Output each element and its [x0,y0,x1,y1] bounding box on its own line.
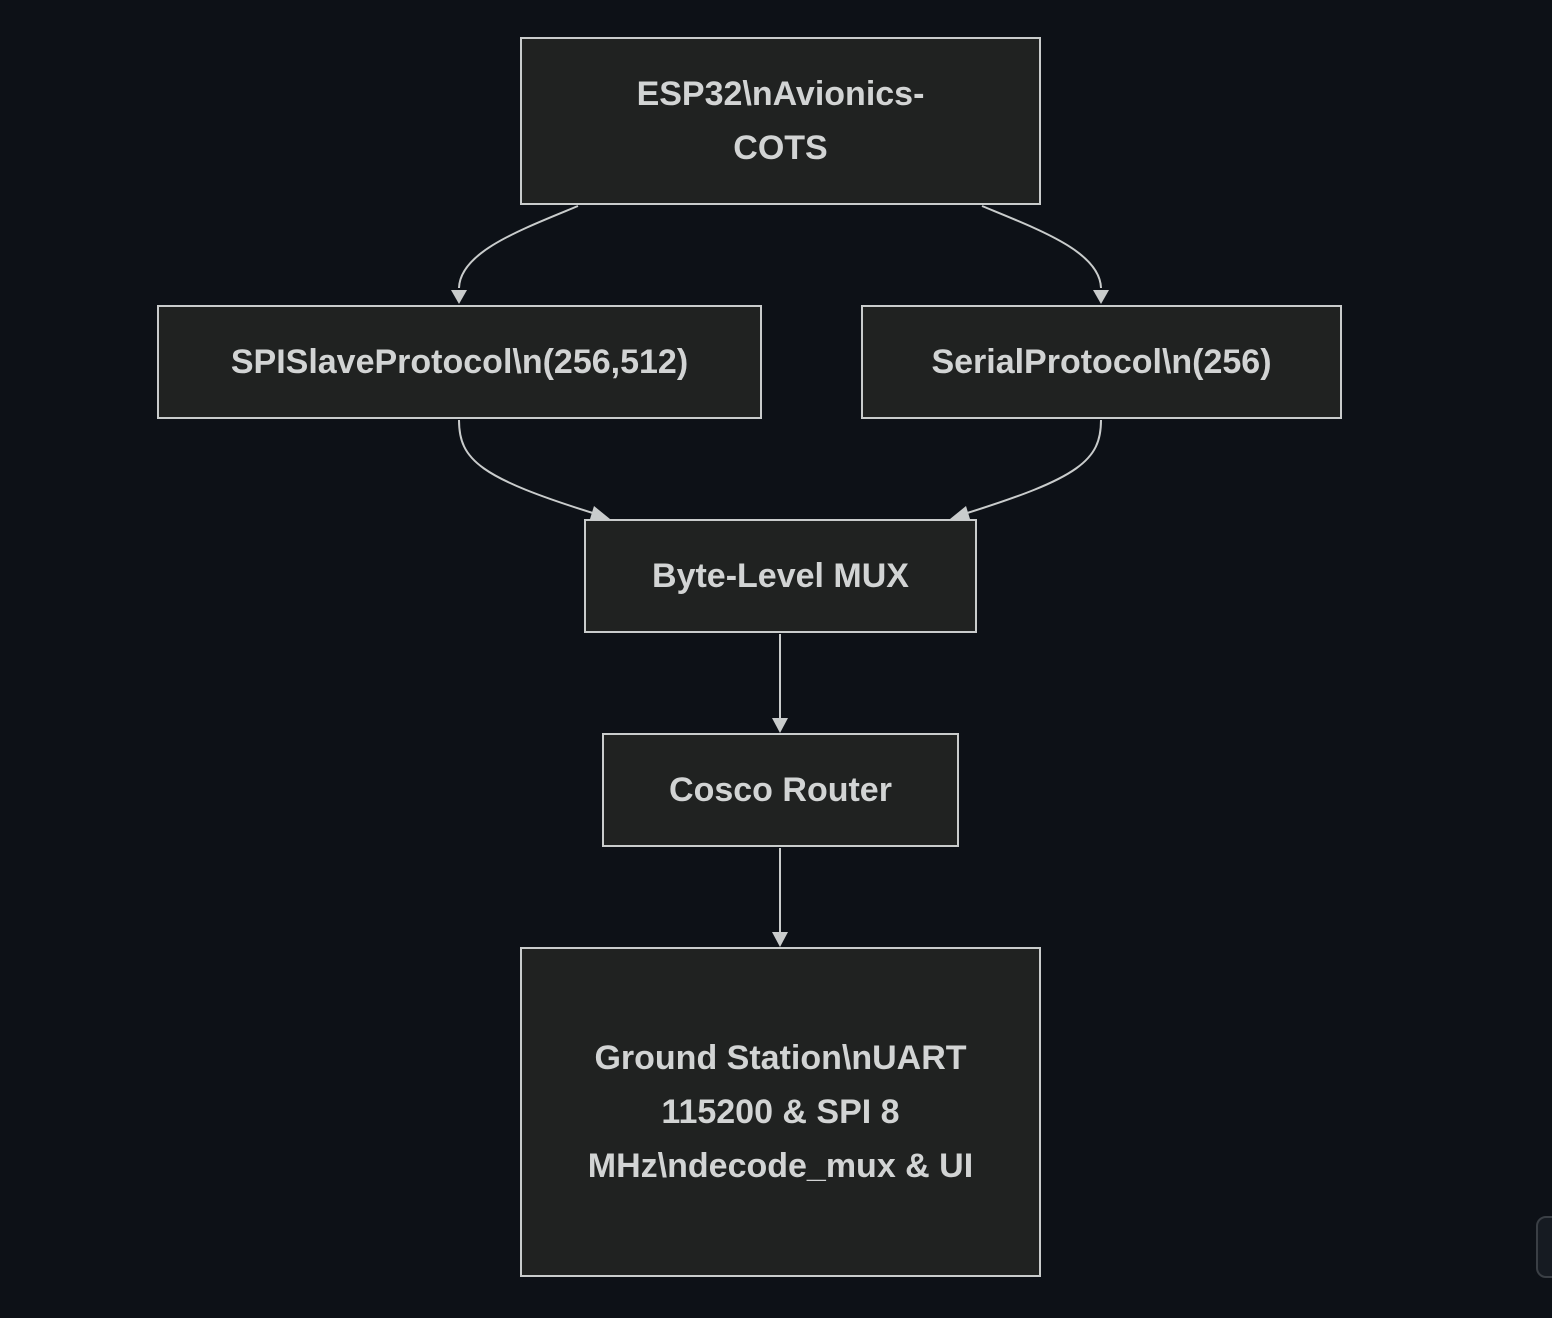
arrowhead-esp32-spi [451,290,467,304]
node-router-label: Cosco Router [669,771,892,809]
node-esp32-avionics: ESP32\nAvionics-COTS [520,37,1041,205]
node-serial-label: SerialProtocol\n(256) [931,343,1272,381]
arrowhead-mux-router [772,718,788,733]
node-spi-label: SPISlaveProtocol\n(256,512) [230,343,689,381]
node-mux-label: Byte-Level MUX [652,557,909,595]
node-byte-level-mux: Byte-Level MUX [584,519,977,633]
arrowhead-spi-mux [590,506,610,519]
node-esp32-label: ESP32\nAvionics-COTS [636,75,925,167]
arrowhead-router-ground [772,932,788,947]
edge-serial-mux [963,419,1102,515]
node-ground-label: Ground Station\nUART 115200 & SPI 8 MHz\… [587,1039,974,1185]
arrowhead-esp32-serial [1093,290,1109,304]
edge-esp32-serial [981,205,1102,289]
node-serial-protocol: SerialProtocol\n(256) [861,305,1342,419]
node-cosco-router: Cosco Router [602,733,959,847]
node-spi-slave-protocol: SPISlaveProtocol\n(256,512) [157,305,762,419]
edge-esp32-spi [458,205,579,289]
node-ground-station: Ground Station\nUART 115200 & SPI 8 MHz\… [520,947,1041,1277]
edge-spi-mux [458,419,597,515]
side-panel-tab[interactable] [1536,1216,1552,1278]
arrowhead-serial-mux [950,506,970,519]
